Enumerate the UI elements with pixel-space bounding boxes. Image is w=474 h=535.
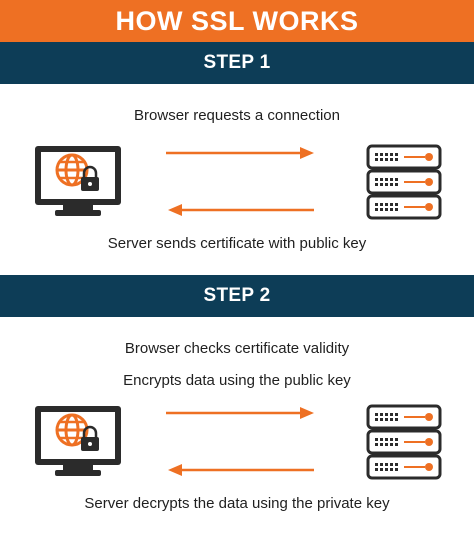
step-2-label: STEP 2: [203, 285, 271, 306]
step-1-label: STEP 1: [203, 52, 271, 73]
step-2-header: STEP 2: [0, 275, 474, 317]
arrow-right-icon: [166, 147, 314, 159]
step-1-header: STEP 1: [0, 42, 474, 84]
arrow-left-icon: [168, 464, 314, 476]
server-stack-icon: [366, 404, 442, 480]
title-banner: HOW SSL WORKS: [0, 0, 474, 42]
step-2-diagram: [35, 404, 442, 480]
step-1-caption-certificate: Server sends certificate with public key: [107, 235, 367, 252]
server-stack-icon: [366, 144, 442, 220]
step-2-caption-decrypt: Server decrypts the data using the priva…: [84, 495, 390, 512]
step-2-caption-validity: Browser checks certificate validity: [124, 340, 350, 357]
step-1-diagram: [35, 144, 442, 220]
arrow-right-icon: [166, 407, 314, 419]
step-1-caption-request: Browser requests a connection: [134, 107, 340, 124]
page-title: HOW SSL WORKS: [115, 5, 359, 36]
computer-globe-lock-icon: [35, 406, 121, 476]
step-2-caption-encrypt: Encrypts data using the public key: [123, 372, 351, 389]
computer-globe-lock-icon: [35, 146, 121, 216]
arrow-left-icon: [168, 204, 314, 216]
